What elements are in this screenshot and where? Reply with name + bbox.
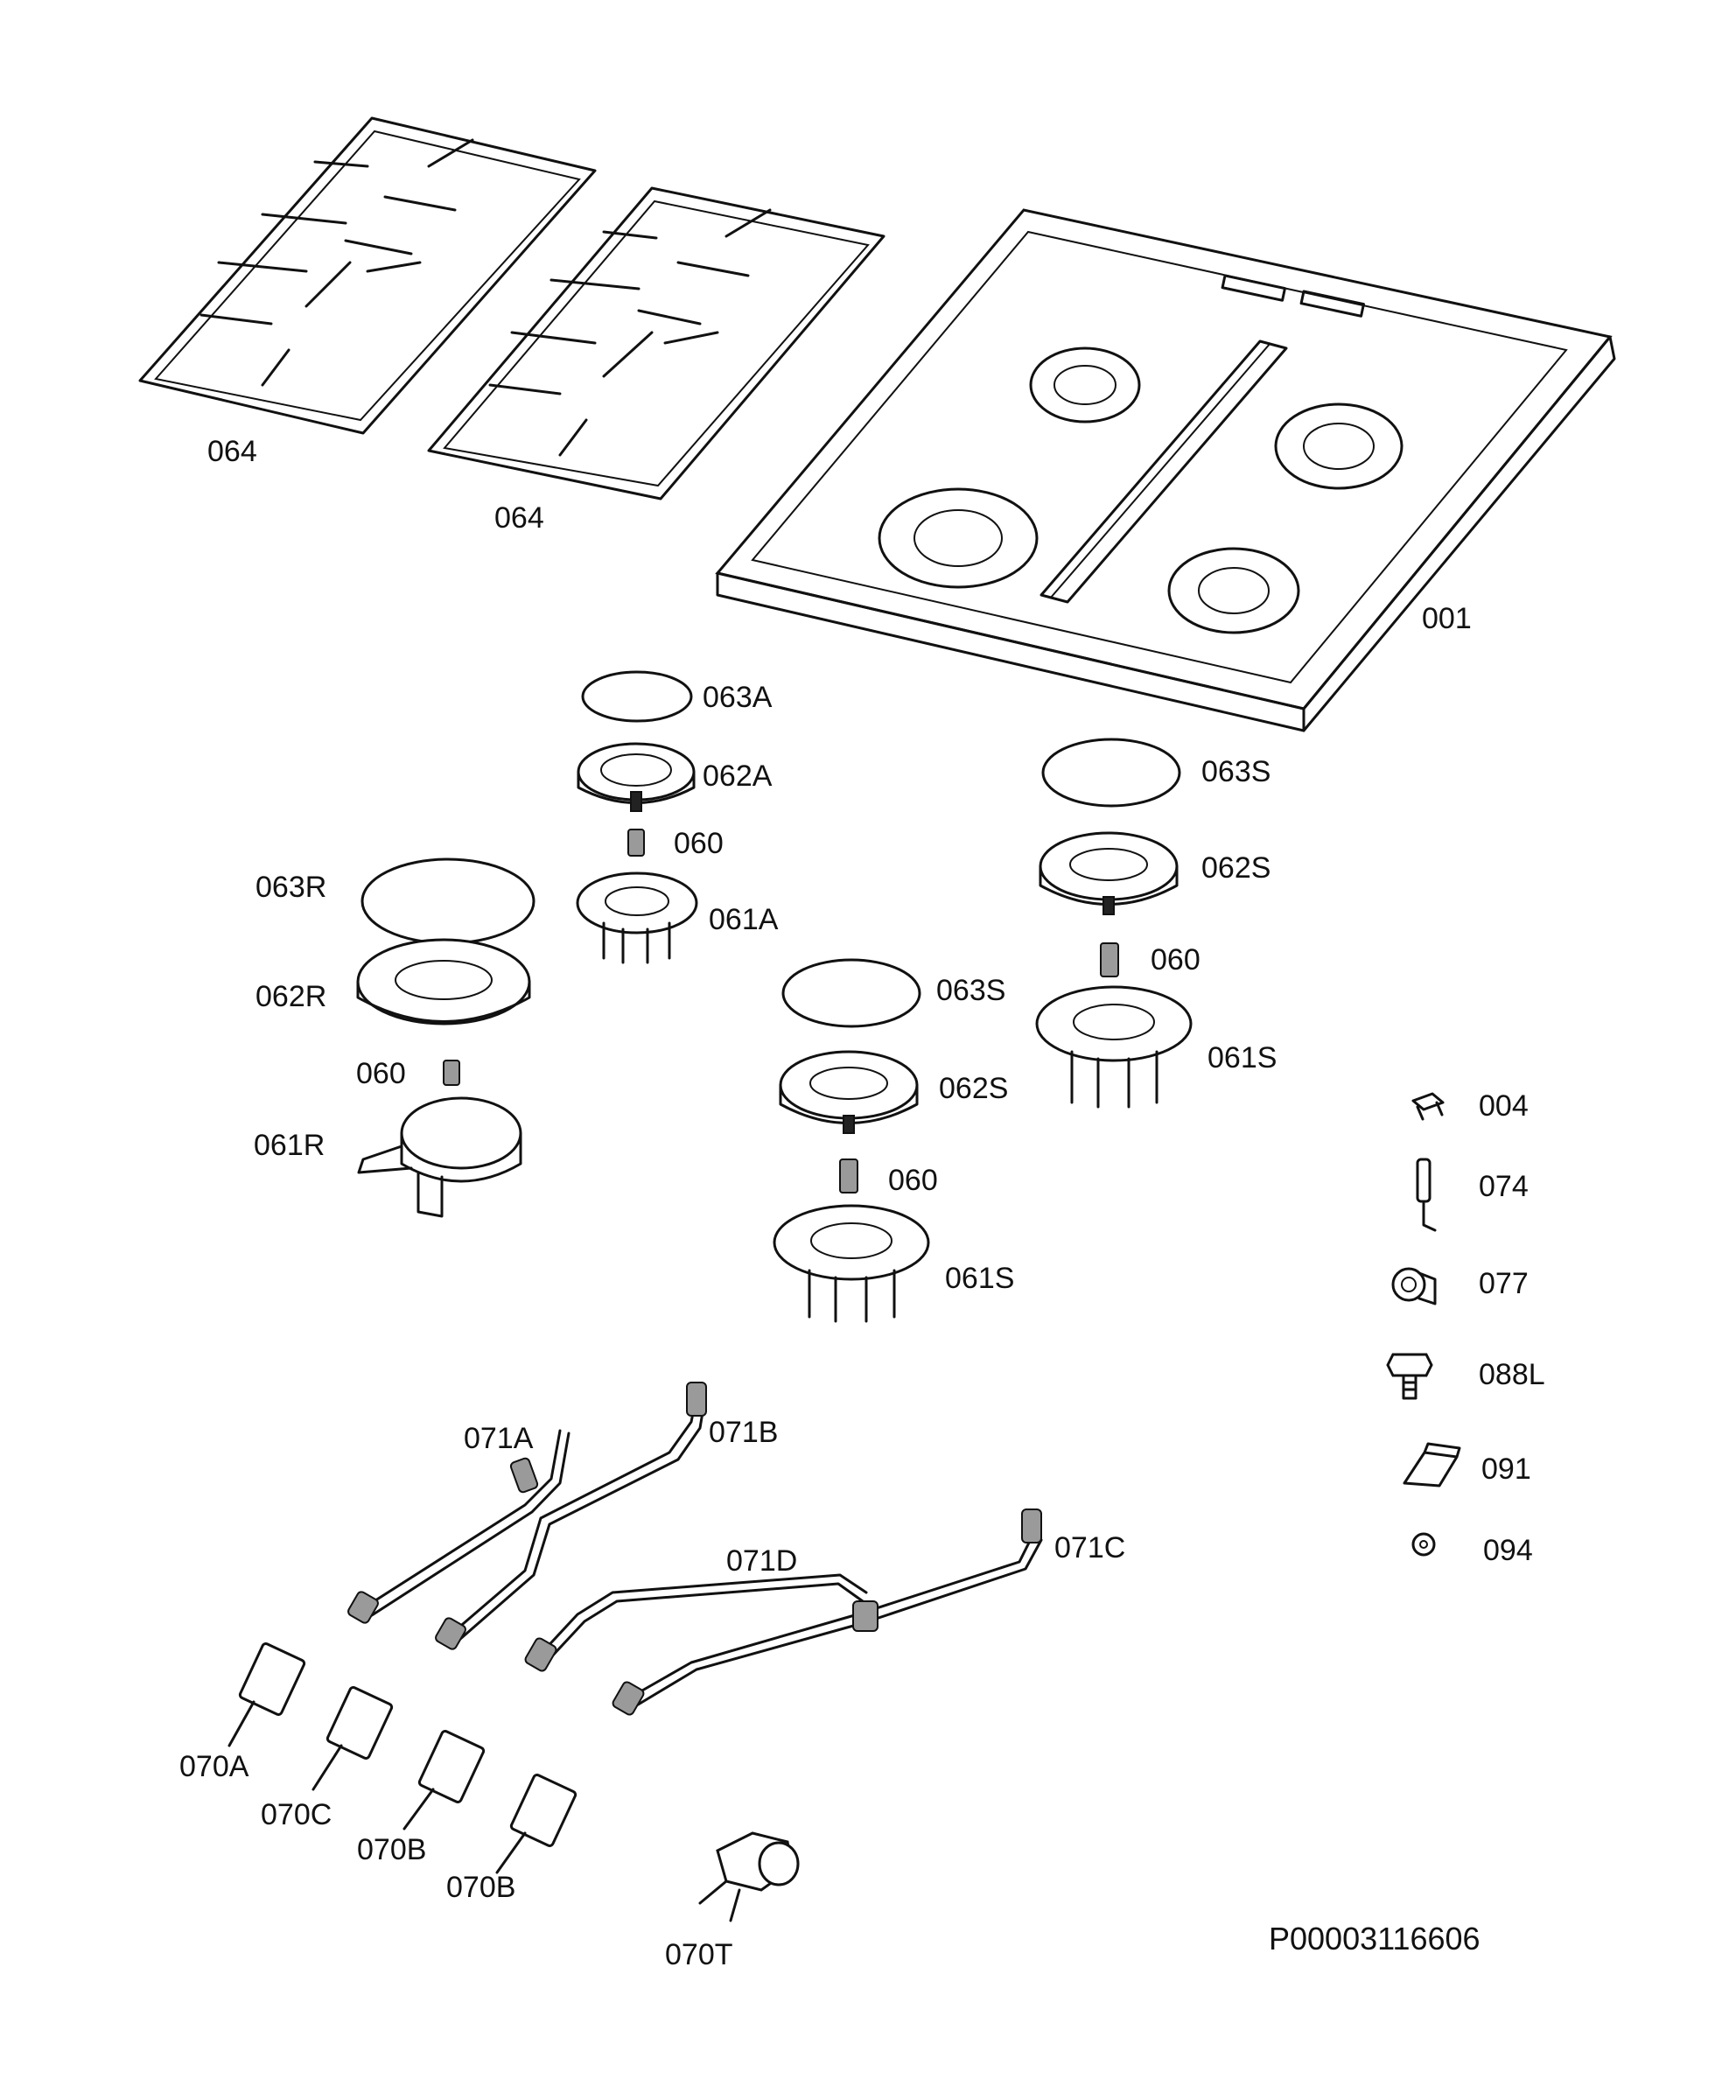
label-crown-r: 062R (256, 980, 326, 1013)
label-pipe-c: 071C (1054, 1531, 1125, 1564)
label-crown-s-mid: 062S (939, 1072, 1008, 1105)
burner-r-assembly (356, 858, 536, 1218)
gas-pipe-071b (435, 1382, 707, 1650)
label-injector-s-mid: 060 (888, 1164, 938, 1197)
label-injector-s-right: 060 (1151, 943, 1200, 976)
label-bracket: 091 (1481, 1452, 1531, 1486)
label-body-r: 061R (254, 1129, 325, 1162)
valve-070b-1 (402, 1730, 486, 1830)
burner-s-middle-assembly (773, 958, 930, 1323)
label-clip: 004 (1479, 1089, 1529, 1123)
label-pipe-a: 071A (464, 1422, 534, 1455)
elbow-part-077 (1391, 1267, 1437, 1306)
label-body-s-mid: 061S (945, 1262, 1014, 1295)
label-electrode: 074 (1479, 1170, 1529, 1203)
bolt-part-088l (1386, 1353, 1433, 1400)
pan-grid-left (138, 116, 597, 435)
burner-s-right-assembly (1035, 738, 1193, 1109)
clip-part-004 (1411, 1092, 1445, 1121)
gas-pipe-071c (612, 1508, 1043, 1716)
electrode-part-074 (1416, 1158, 1437, 1232)
label-pipe-b: 071B (709, 1416, 778, 1449)
label-crown-s-right: 062S (1201, 851, 1270, 885)
hob-top-panel (715, 208, 1616, 732)
label-crown-a: 062A (703, 760, 773, 793)
label-injector-a: 060 (674, 827, 724, 860)
label-valve-t: 070T (665, 1938, 733, 1971)
label-valve-b1: 070B (357, 1833, 426, 1866)
label-injector-r: 060 (356, 1057, 406, 1090)
valve-070a (228, 1642, 306, 1747)
label-cap-s-mid: 063S (936, 974, 1005, 1007)
gas-pipe-071a (347, 1429, 570, 1624)
label-grid-left: 064 (207, 435, 257, 468)
label-bolt: 088L (1479, 1358, 1545, 1391)
valve-070b-2 (495, 1774, 578, 1874)
label-pipe-d: 071D (726, 1544, 797, 1578)
label-valve-c: 070C (261, 1798, 332, 1831)
label-cap-s-right: 063S (1201, 755, 1270, 788)
label-hob-top: 001 (1422, 602, 1472, 635)
label-elbow: 077 (1479, 1267, 1529, 1300)
label-washer: 094 (1483, 1534, 1533, 1567)
label-valve-a: 070A (179, 1750, 249, 1783)
valve-070c (312, 1686, 394, 1791)
valve-070t (698, 1831, 800, 1922)
label-grid-right: 064 (494, 501, 544, 535)
label-valve-b2: 070B (446, 1871, 515, 1904)
washer-part-094 (1411, 1532, 1436, 1557)
pan-grid-right (427, 186, 886, 500)
label-cap-r: 063R (256, 871, 326, 904)
label-body-s-right: 061S (1208, 1041, 1277, 1074)
burner-a-assembly (576, 670, 698, 964)
label-cap-a: 063A (703, 681, 773, 714)
bracket-part-091 (1403, 1442, 1461, 1488)
reference-number: P00003116606 (1269, 1921, 1480, 1956)
gas-pipe-071d (524, 1573, 878, 1672)
label-body-a: 061A (709, 903, 779, 936)
